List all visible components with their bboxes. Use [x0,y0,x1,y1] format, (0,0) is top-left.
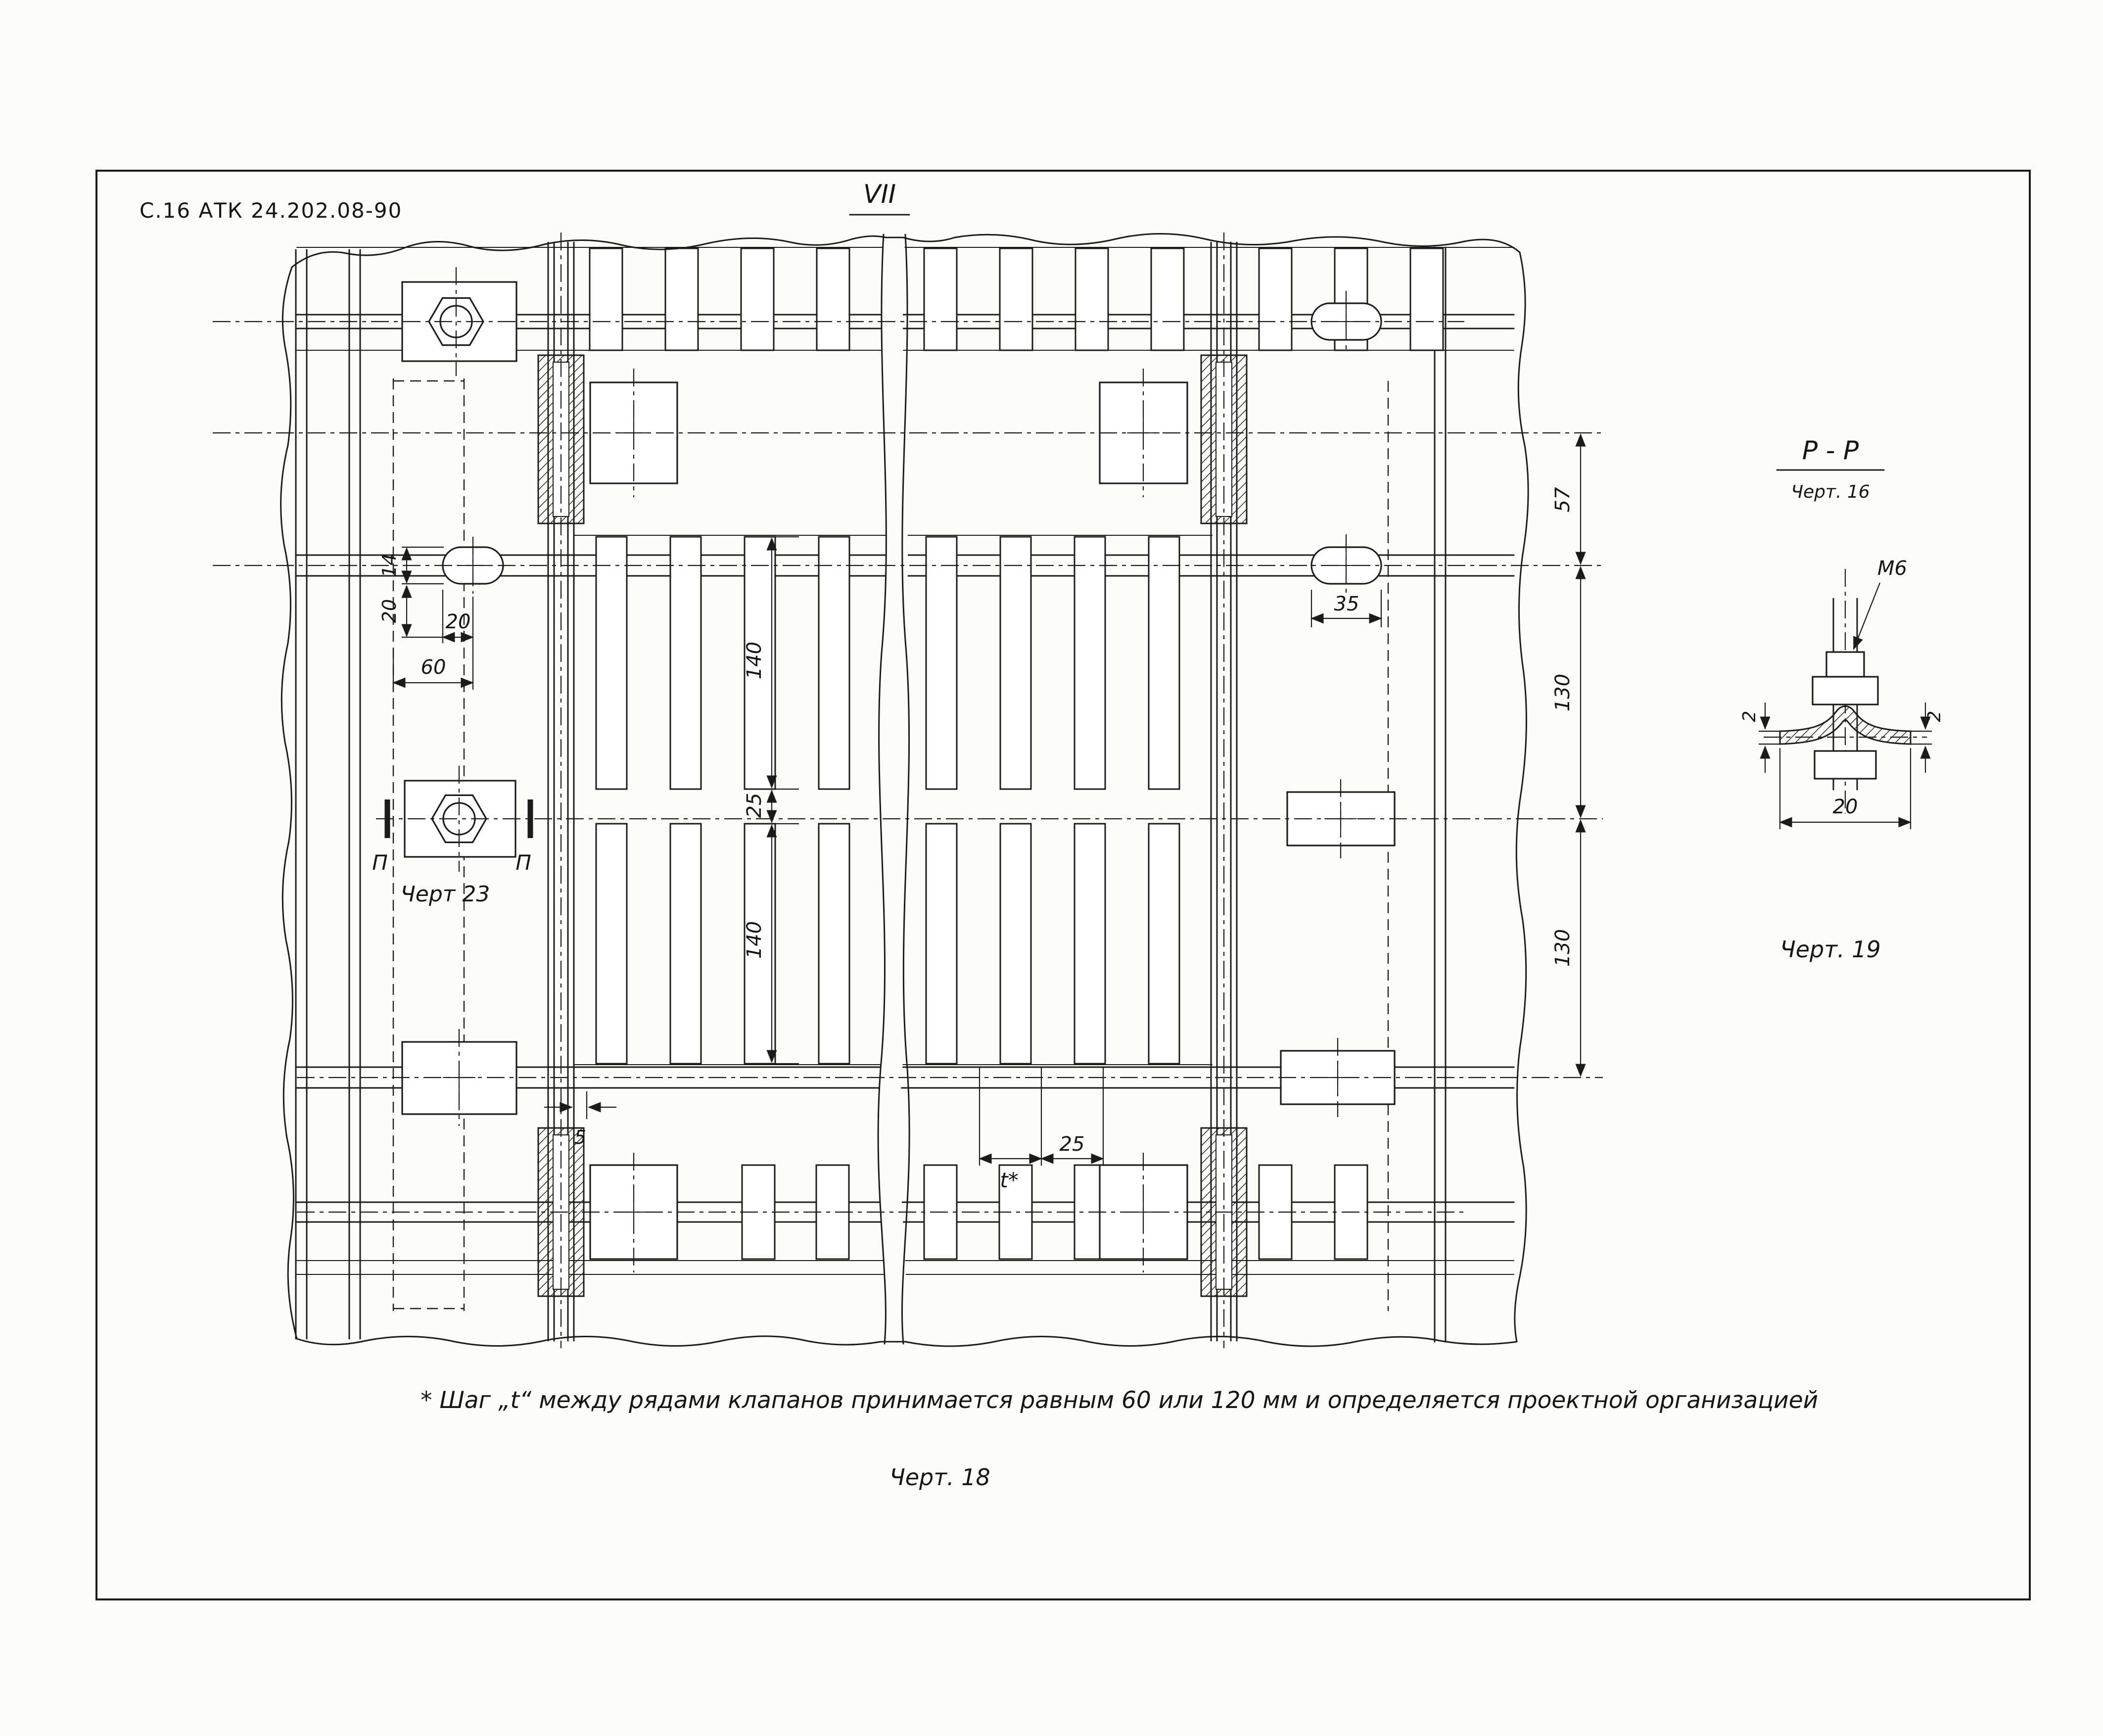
section-marks: П П Черт 23 [372,799,533,907]
sheet-border [95,170,2031,1600]
dim-57-label: 57 [1551,487,1574,512]
dim-130-upper-label: 130 [1551,674,1574,711]
dim-2-left-label: 2 [1739,711,1760,722]
dim-25-bottom-label: 25 [1060,1133,1085,1156]
dim-35-label: 35 [1334,593,1359,615]
dimensions: 57 130 130 35 20 60 [378,433,1586,1192]
view-title-label: VII [863,180,896,209]
figure-caption: Черт. 18 [889,1464,990,1491]
detail-title: Р - Р [1802,436,1859,466]
dim-20-left-label: 20 [378,599,400,623]
plan-view: П П Черт 23 57 130 130 35 [213,233,1603,1348]
dim-14-label: 14 [378,554,400,577]
view-title: VII [849,180,910,216]
dim-140-25-140: 140 25 140 [743,536,799,1065]
torn-outline [280,233,1529,1347]
detail-view-pp: Р - Р Черт. 16 М6 2 2 [1739,436,1945,963]
section-label-right: П [515,850,531,875]
doc-reference: С.16 АТК 24.202.08-90 [140,198,402,223]
hex-bolt-top-left [401,267,517,376]
dim-t-25: t* 25 [979,1068,1104,1192]
chert-23-label: Черт 23 [401,882,490,907]
dim-25-mid-label: 25 [743,793,766,818]
detail-dimensions: М6 2 2 20 [1739,557,1945,829]
bolt-assembly [1779,598,1912,791]
dim-35: 35 [1310,590,1382,627]
valve-slats-top-row [589,247,1444,351]
dim-t-label: t* [1000,1168,1018,1192]
dim-130-lower-label: 130 [1551,929,1574,967]
dim-60-label: 60 [421,656,446,679]
dim-2-right-label: 2 [1924,711,1945,722]
section-label-left: П [372,850,388,875]
thread-label: М6 [1877,557,1907,580]
dim-5: 5 [544,1091,616,1148]
dim-20-detail-label: 20 [1833,796,1858,818]
dim-5-label: 5 [574,1126,586,1148]
detail-ref: Черт. 16 [1791,482,1869,502]
centerlines [213,233,1603,1348]
dim-left-group: 20 60 14 20 [378,546,474,690]
detail-caption: Черт. 19 [1780,936,1881,963]
break-line [877,234,910,1345]
dim-20-top-label: 20 [446,610,471,633]
dim-57-130-130: 57 130 130 [1551,433,1586,1077]
dim-140-lower-label: 140 [743,921,766,959]
valve-slats-upper-group [595,536,1180,790]
valve-slats-lower-group [595,823,1180,1065]
footnote: * Шаг „t“ между рядами клапанов принимае… [421,1387,1818,1414]
dim-140-upper-label: 140 [743,642,766,679]
